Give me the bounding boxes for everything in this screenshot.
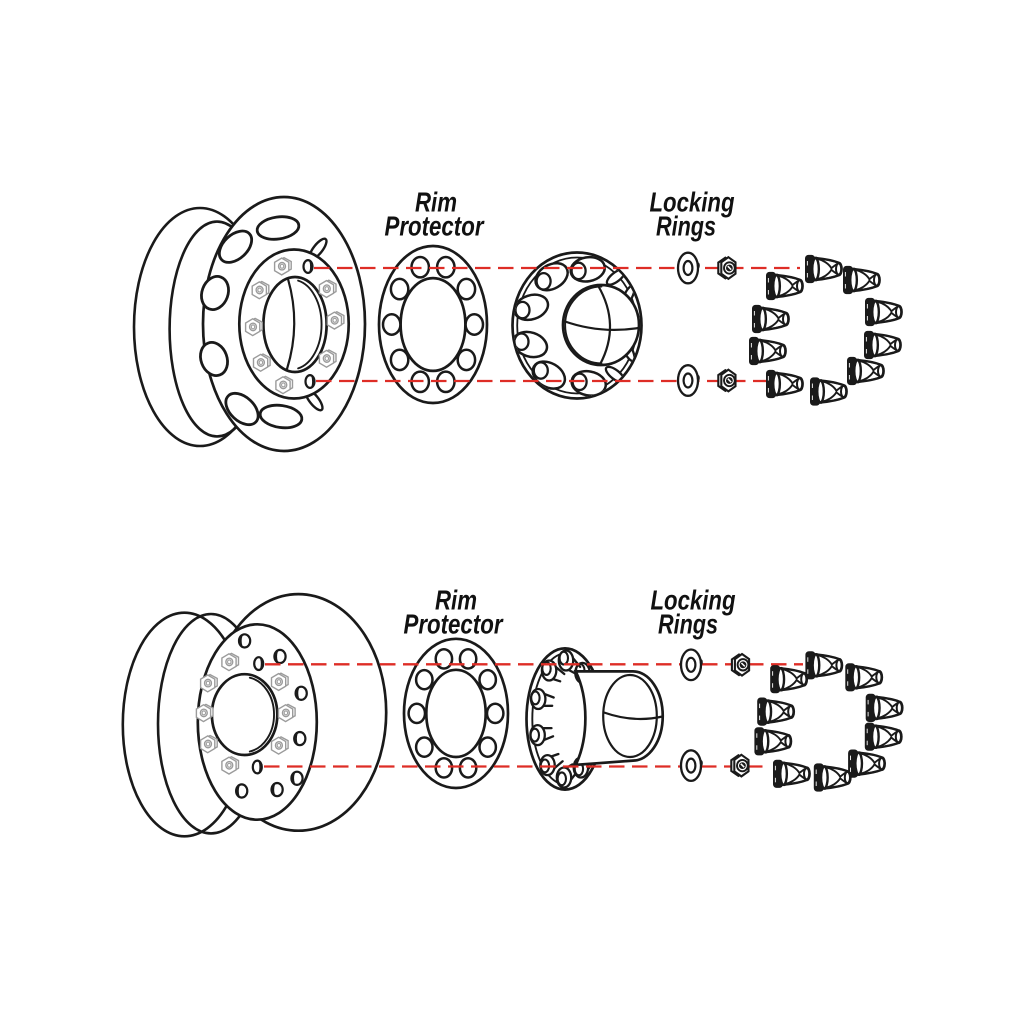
svg-text:Locking: Locking [651,585,736,616]
svg-text:Rim: Rim [435,585,477,616]
svg-text:Locking: Locking [650,187,735,218]
svg-text:Rim: Rim [415,187,457,218]
svg-text:Protector: Protector [385,211,485,242]
svg-text:Protector: Protector [404,609,504,640]
svg-text:Rings: Rings [656,211,716,242]
svg-text:Rings: Rings [658,609,718,640]
